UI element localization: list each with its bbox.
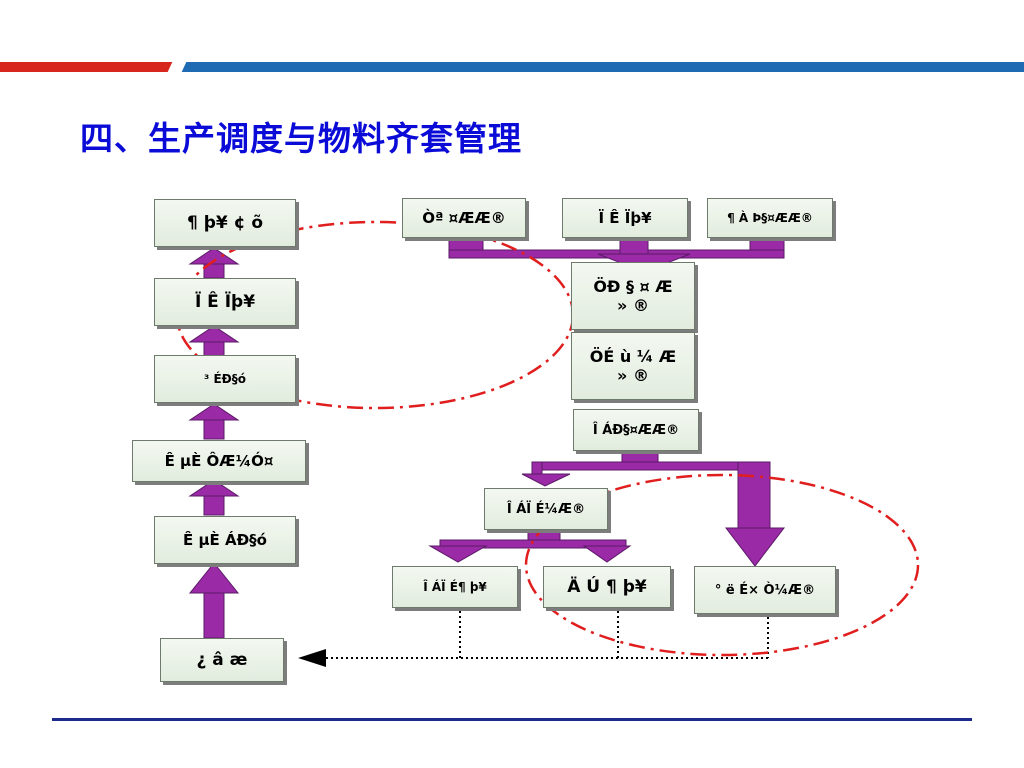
top-box-3-label: ¶ À Þ§¤ÆÆ® [727, 211, 813, 225]
footer-rule [52, 718, 972, 721]
left-box-1-label: ¶ þ¥ ¢ õ [186, 213, 264, 233]
highlight-ellipse-right [524, 473, 920, 657]
bottom-mid-box-label: Ä Ú ¶ þ¥ [567, 577, 647, 597]
center-box-2: ÖÉ ù ¼ Æ » ® [571, 332, 695, 400]
center-box-3-label: Î ÁÐ§¤ÆÆ® [592, 422, 680, 438]
top-box-1: Òª ¤ÆÆ® [402, 198, 526, 238]
header-accent-blue [178, 62, 1024, 72]
left-box-4-label: Ê µÈ ÔÆ¼Ó¤ [164, 452, 274, 470]
connector-mid-horizontal [439, 539, 627, 549]
left-arrow-box5-to-box4 [188, 479, 240, 516]
connector-top-center-stub [619, 235, 649, 257]
mid-box: Î ÁÏ É¼Æ® [484, 488, 608, 530]
down-arrow-to-mid-box [521, 473, 571, 487]
left-arrow-box4-to-box3 [188, 403, 240, 440]
center-box-1-line1: ÖÐ § ¤ Æ [593, 277, 673, 296]
feedback-dotted-lines [320, 606, 769, 659]
down-arrow-to-bottom-mid [582, 545, 632, 563]
bottom-mid-box: Ä Ú ¶ þ¥ [543, 566, 671, 608]
feedback-arrow-head [298, 649, 326, 667]
connector-right-drop [737, 461, 771, 531]
bottom-left-box-label: Î ÁÏ É¶ þ¥ [423, 580, 487, 594]
left-box-5-label: Ê µÈ ÁÐ§ó [183, 531, 267, 549]
top-box-3: ¶ À Þ§¤ÆÆ® [707, 198, 833, 238]
left-box-2-label: Ï Ê Ïþ¥ [194, 292, 256, 312]
left-box-6-label: ¿ â æ [196, 650, 248, 670]
left-box-3: ³ ÉÐ§ó [154, 355, 296, 403]
left-arrow-box6-to-box5 [188, 562, 240, 639]
left-box-4: Ê µÈ ÔÆ¼Ó¤ [132, 440, 306, 482]
left-box-6: ¿ â æ [160, 638, 284, 682]
down-arrow-to-bottom-left [428, 545, 488, 563]
center-box-2-line2: » ® [617, 366, 649, 385]
center-box-3: Î ÁÐ§¤ÆÆ® [573, 409, 699, 451]
left-box-3-label: ³ ÉÐ§ó [204, 372, 246, 386]
slide-title: 四、生产调度与物料齐套管理 [80, 119, 522, 158]
header-accent-red [0, 62, 178, 72]
left-box-2: Ï Ê Ïþ¥ [154, 278, 296, 326]
left-arrow-box2-to-box1 [188, 247, 240, 279]
bottom-left-box: Î ÁÏ É¶ þ¥ [392, 566, 518, 608]
center-box-1: ÖÐ § ¤ Æ » ® [571, 262, 695, 330]
down-arrow-to-bottom-right [724, 527, 786, 567]
connector-center-horizontal [531, 461, 771, 471]
mid-box-label: Î ÁÏ É¼Æ® [506, 501, 586, 517]
left-box-5: Ê µÈ ÁÐ§ó [154, 516, 296, 564]
left-box-1: ¶ þ¥ ¢ õ [154, 199, 296, 247]
top-box-2: Ï Ê Ïþ¥ [562, 198, 688, 238]
center-box-1-line2: » ® [617, 296, 649, 315]
top-box-2-label: Ï Ê Ïþ¥ [598, 209, 652, 227]
left-arrow-box3-to-box2 [188, 325, 240, 357]
center-box-2-line1: ÖÉ ù ¼ Æ [589, 347, 677, 366]
bottom-right-box-label: ° ë É× Ò¼Æ® [714, 582, 816, 598]
bottom-right-box: ° ë É× Ò¼Æ® [694, 566, 836, 614]
top-box-1-label: Òª ¤ÆÆ® [422, 209, 506, 227]
